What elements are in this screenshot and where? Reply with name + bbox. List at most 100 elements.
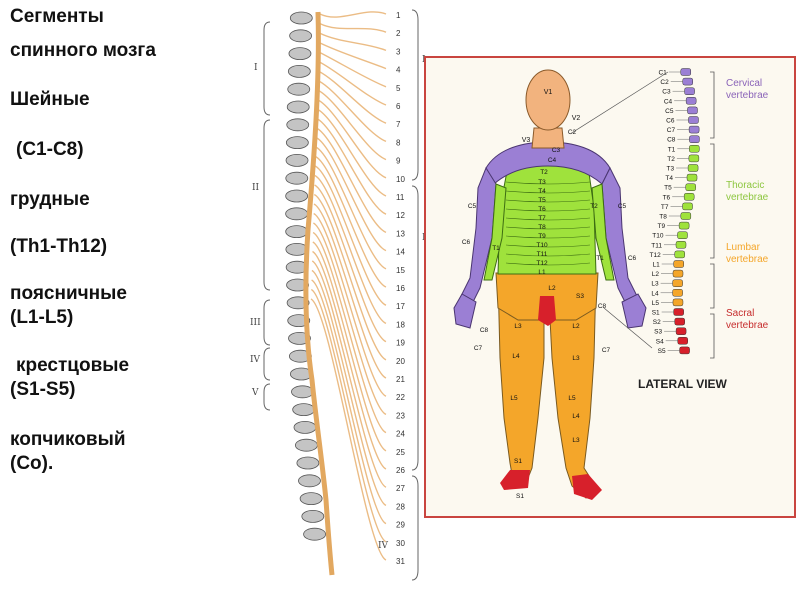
dermatome-label: T1 <box>596 255 604 262</box>
spinal-cord-illustration: 1234567891011121314151617181920212223242… <box>250 9 430 581</box>
segment-number: 16 <box>396 284 405 293</box>
spinal-nerve <box>312 241 387 452</box>
dermatome-label: L2 <box>548 285 556 292</box>
lateral-vertebra <box>674 250 685 259</box>
title-line-2: спинного мозга <box>10 40 156 61</box>
lateral-view-caption: LATERAL VIEW <box>638 377 728 391</box>
face-label: V3 <box>522 137 531 144</box>
spinal-nerve <box>318 51 387 88</box>
vertebra <box>286 118 310 132</box>
lateral-vertebra <box>678 221 690 230</box>
legend-label: Sacral <box>726 308 754 319</box>
lateral-spine-label: T10 <box>652 233 664 240</box>
thoracic-band-line <box>505 217 591 221</box>
spinal-nerve <box>315 146 387 270</box>
dermatome-label: T2 <box>540 169 548 176</box>
dermatome-label: C5 <box>618 203 627 210</box>
right-foot <box>572 474 602 500</box>
right-upper-arm-thoracic <box>591 183 615 281</box>
segment-number: 11 <box>396 193 405 202</box>
bracket-left <box>263 299 271 346</box>
dermatome-label: S3 <box>576 293 584 300</box>
segment-number: 30 <box>396 539 405 548</box>
lumbar-range: (L1-L5) <box>10 307 74 328</box>
dermatome-label: T10 <box>536 242 548 249</box>
bracket-right <box>411 185 419 471</box>
segment-number: 20 <box>396 357 405 366</box>
thoracic-band-line <box>505 199 591 203</box>
spinal-nerve <box>317 89 387 161</box>
dermatome-label: L1 <box>538 269 546 276</box>
lateral-spine-labels: C1C2C3C4C5C6C7C8T1T2T3T4T5T6T7T8T9T10T11… <box>650 70 676 355</box>
segment-number: 10 <box>396 175 405 184</box>
vertebra <box>285 136 309 150</box>
lateral-vertebra <box>688 154 700 163</box>
bracket-left <box>263 383 271 411</box>
legend-bracket <box>710 263 715 309</box>
dermatome-label: L4 <box>572 413 580 420</box>
lateral-vertebra <box>672 289 683 297</box>
lateral-spine-label: S2 <box>653 319 661 326</box>
face-label: V1 <box>544 89 553 96</box>
lateral-vertebra <box>673 260 684 268</box>
dermatome-label: L3 <box>572 355 580 362</box>
lateral-vertebra <box>685 183 696 191</box>
spinal-nerve <box>318 60 387 106</box>
dermatome-label: T7 <box>538 215 546 222</box>
dermatome-label: L2 <box>572 323 580 330</box>
lateral-vertebra <box>687 106 698 115</box>
cervical-range: (С1-С8) <box>16 139 84 160</box>
coccygeal-label: копчиковый <box>10 429 126 450</box>
spinal-nerves-group <box>310 11 387 561</box>
lateral-spine-label: S4 <box>656 338 664 345</box>
spinal-nerve <box>311 279 387 525</box>
spinal-nerve <box>314 165 387 306</box>
spinal-nerve <box>319 11 387 18</box>
bracket-left <box>263 119 271 291</box>
spinal-nerve <box>312 222 387 416</box>
segment-brackets <box>263 9 419 581</box>
segment-number: 13 <box>396 229 405 238</box>
thoracic-range: (Th1-Th12) <box>10 236 108 257</box>
lateral-spine-label: S5 <box>658 348 666 355</box>
dermatome-label: T4 <box>538 188 546 195</box>
segment-number: 9 <box>396 157 401 166</box>
lateral-spine-label: T8 <box>659 214 667 221</box>
spinal-nerve <box>316 108 387 197</box>
head <box>525 69 571 131</box>
segment-number: 18 <box>396 320 405 329</box>
lateral-spine-label: L5 <box>652 300 660 307</box>
vertebra <box>292 403 316 417</box>
spinal-nerve <box>313 212 387 397</box>
lateral-spine-label: C7 <box>667 127 676 134</box>
left-upper-arm-thoracic <box>483 183 507 281</box>
roman-region-label: I <box>254 63 258 73</box>
lateral-spine-label: S3 <box>654 329 662 336</box>
dermatome-panel: V1V2V3C2C3C4T2T3T4T5T6T7T8T9T10T11T12L1L… <box>424 56 796 518</box>
segment-number: 31 <box>396 557 405 566</box>
lateral-vertebra <box>672 279 683 287</box>
lateral-spine-label: C8 <box>667 137 676 144</box>
lateral-spine-label: L3 <box>651 281 659 288</box>
lateral-spine-label: L2 <box>652 271 660 278</box>
segment-number: 27 <box>396 484 405 493</box>
legend-label: vertebrae <box>726 90 769 101</box>
segment-number: 4 <box>396 66 401 75</box>
segment-number: 15 <box>396 266 405 275</box>
legend-label: Cervical <box>726 78 762 89</box>
coccygeal-range: (Co). <box>10 453 54 474</box>
lateral-vertebra <box>689 135 700 143</box>
dermatome-label: C6 <box>462 239 471 246</box>
lateral-vertebra <box>674 317 685 326</box>
dermatome-label: C6 <box>628 255 637 262</box>
segment-number: 22 <box>396 393 405 402</box>
spinal-nerve <box>315 136 387 252</box>
spinal-nerve <box>316 98 387 179</box>
spinal-nerve <box>315 155 387 288</box>
lateral-spine-label: S1 <box>652 310 660 317</box>
lateral-vertebra <box>682 77 693 86</box>
spinal-nerve <box>311 269 387 507</box>
legend-bracket <box>710 143 715 259</box>
thoracic-band-line <box>505 253 591 257</box>
lateral-spine-label: C3 <box>662 89 671 96</box>
